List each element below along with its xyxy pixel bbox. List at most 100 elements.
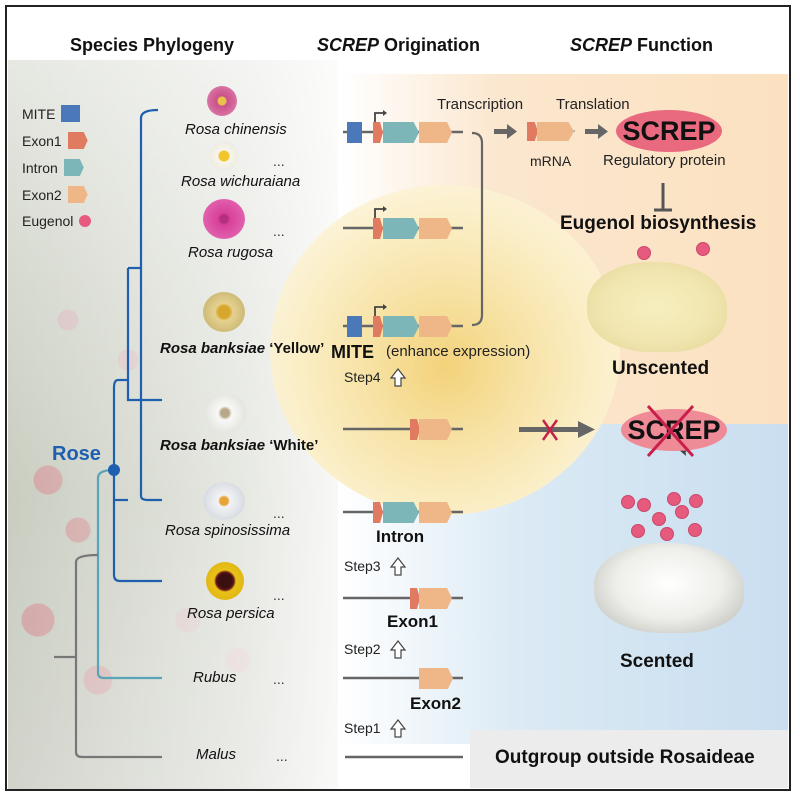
regulatory-protein-label: Regulatory protein [603, 152, 726, 169]
outgroup-panel [470, 730, 788, 788]
step1-up-arrow-icon [389, 719, 407, 738]
scented-label: Scented [620, 651, 694, 672]
header-function-text: Function [632, 35, 713, 55]
species-rosa-rugosa: Rosa rugosa [188, 244, 274, 261]
transcription-arrow-shaft [494, 129, 508, 134]
legend-label: Exon2 [22, 186, 62, 203]
exon2-block [419, 588, 452, 609]
legend-label: Exon1 [22, 132, 62, 149]
step4-up-arrow-icon [389, 368, 407, 387]
species-rubus: Rubus [193, 669, 237, 686]
intron-block [383, 316, 419, 337]
header-screp-function: SCREP Function [570, 35, 713, 56]
species-rosa-wichuraiana: Rosa wichuraiana [181, 173, 301, 190]
yellow-rose-image [270, 185, 620, 515]
transcription-arrow-icon [507, 124, 517, 139]
flower-rosa-persica [206, 562, 244, 600]
scented-flower-cluster [594, 543, 744, 633]
promoter-arrowhead-icon [383, 304, 387, 310]
flower-rosa-wichuraiana [210, 141, 238, 171]
mite-block [347, 316, 362, 337]
exon1-block [373, 122, 383, 143]
flower-rosa-banksiae-white [204, 393, 246, 433]
flower-rosa-rugosa [203, 199, 245, 239]
mite-square-icon [61, 105, 81, 122]
flower-rosa-banksiae-yellow [203, 292, 245, 332]
exon1-block [410, 588, 420, 609]
intron-gain-label: Intron [376, 527, 425, 546]
more-species-ellipsis: ... [273, 223, 285, 239]
exon1-block [373, 502, 383, 523]
legend-label: Intron [22, 159, 58, 176]
exon2-block [419, 502, 452, 523]
eugenol-molecule [637, 498, 651, 512]
step3-up-arrow-icon [389, 557, 407, 576]
exon1-gain-label: Exon1 [387, 612, 439, 631]
transcription-label: Transcription [437, 96, 524, 113]
intron-block-icon [63, 159, 84, 176]
mrna-label: mRNA [530, 153, 572, 169]
exon2-block [419, 218, 452, 239]
mite-block [347, 122, 362, 143]
promoter-arrow-icon [374, 208, 383, 220]
header-gene-name: SCREP [317, 35, 380, 55]
eugenol-molecule [637, 246, 651, 260]
eugenol-molecule [696, 242, 710, 256]
exon2-block [419, 316, 452, 337]
intron-block [383, 218, 419, 239]
species-rosa-banksiae-yellow: Rosa banksiae ‘Yellow’ [160, 340, 324, 357]
species-name: Rosa banksiae [160, 340, 266, 357]
eugenol-molecule [621, 495, 635, 509]
screp-protein-absent-badge: SCREP [621, 409, 727, 451]
translation-label: Translation [556, 96, 630, 113]
legend-item-exon2: Exon2 [22, 186, 88, 203]
promoter-arrowhead-icon [383, 206, 387, 212]
header-origination-text: Origination [379, 35, 481, 55]
unscented-flower-cluster [587, 262, 727, 352]
screp-absent-cross-icon [646, 404, 695, 458]
mrna-exon2-block [537, 122, 574, 141]
exon1-block [410, 419, 420, 440]
species-malus: Malus [196, 746, 237, 763]
branch-malus [74, 553, 162, 759]
branch-persica [112, 378, 162, 583]
step2-label: Step2 [344, 641, 381, 657]
rose-node-marker [108, 464, 120, 476]
translation-arrow-icon [598, 124, 608, 139]
intron-block [383, 122, 419, 143]
legend-item-intron: Intron [22, 159, 84, 176]
flower-rosa-spinosissima [203, 482, 245, 520]
eugenol-molecule [688, 523, 702, 537]
step4-label: Step4 [344, 369, 381, 385]
legend-item-exon1: Exon1 [22, 132, 88, 149]
header-gene-name: SCREP [570, 35, 633, 55]
legend-item-mite: MITE [22, 105, 81, 122]
cultivar-name: ‘Yellow’ [265, 340, 325, 357]
intron-block [383, 502, 419, 523]
exon1-block [373, 316, 383, 337]
outgroup-label: Outgroup outside Rosaideae [495, 747, 755, 768]
unscented-label: Unscented [612, 358, 710, 379]
legend-item-eugenol: Eugenol [22, 213, 92, 229]
cultivar-name: ‘White’ [265, 437, 319, 454]
more-species-ellipsis: ... [276, 748, 288, 764]
eugenol-molecule [652, 512, 666, 526]
promoter-arrow-icon [374, 306, 383, 318]
exon1-block-icon [67, 132, 88, 149]
step1-label: Step1 [344, 720, 381, 736]
eugenol-molecule [675, 505, 689, 519]
mite-insertion-note: (enhance expression) [386, 343, 531, 360]
eugenol-molecule [631, 524, 645, 538]
more-species-ellipsis: ... [273, 153, 285, 169]
species-rosa-persica: Rosa persica [187, 605, 275, 622]
eugenol-biosynthesis-label: Eugenol biosynthesis [560, 213, 757, 234]
species-rosa-chinensis: Rosa chinensis [185, 121, 287, 138]
legend-label: MITE [22, 105, 56, 122]
expression-bracket [471, 131, 484, 327]
figure-border [5, 5, 791, 791]
more-species-ellipsis: ... [273, 587, 285, 603]
